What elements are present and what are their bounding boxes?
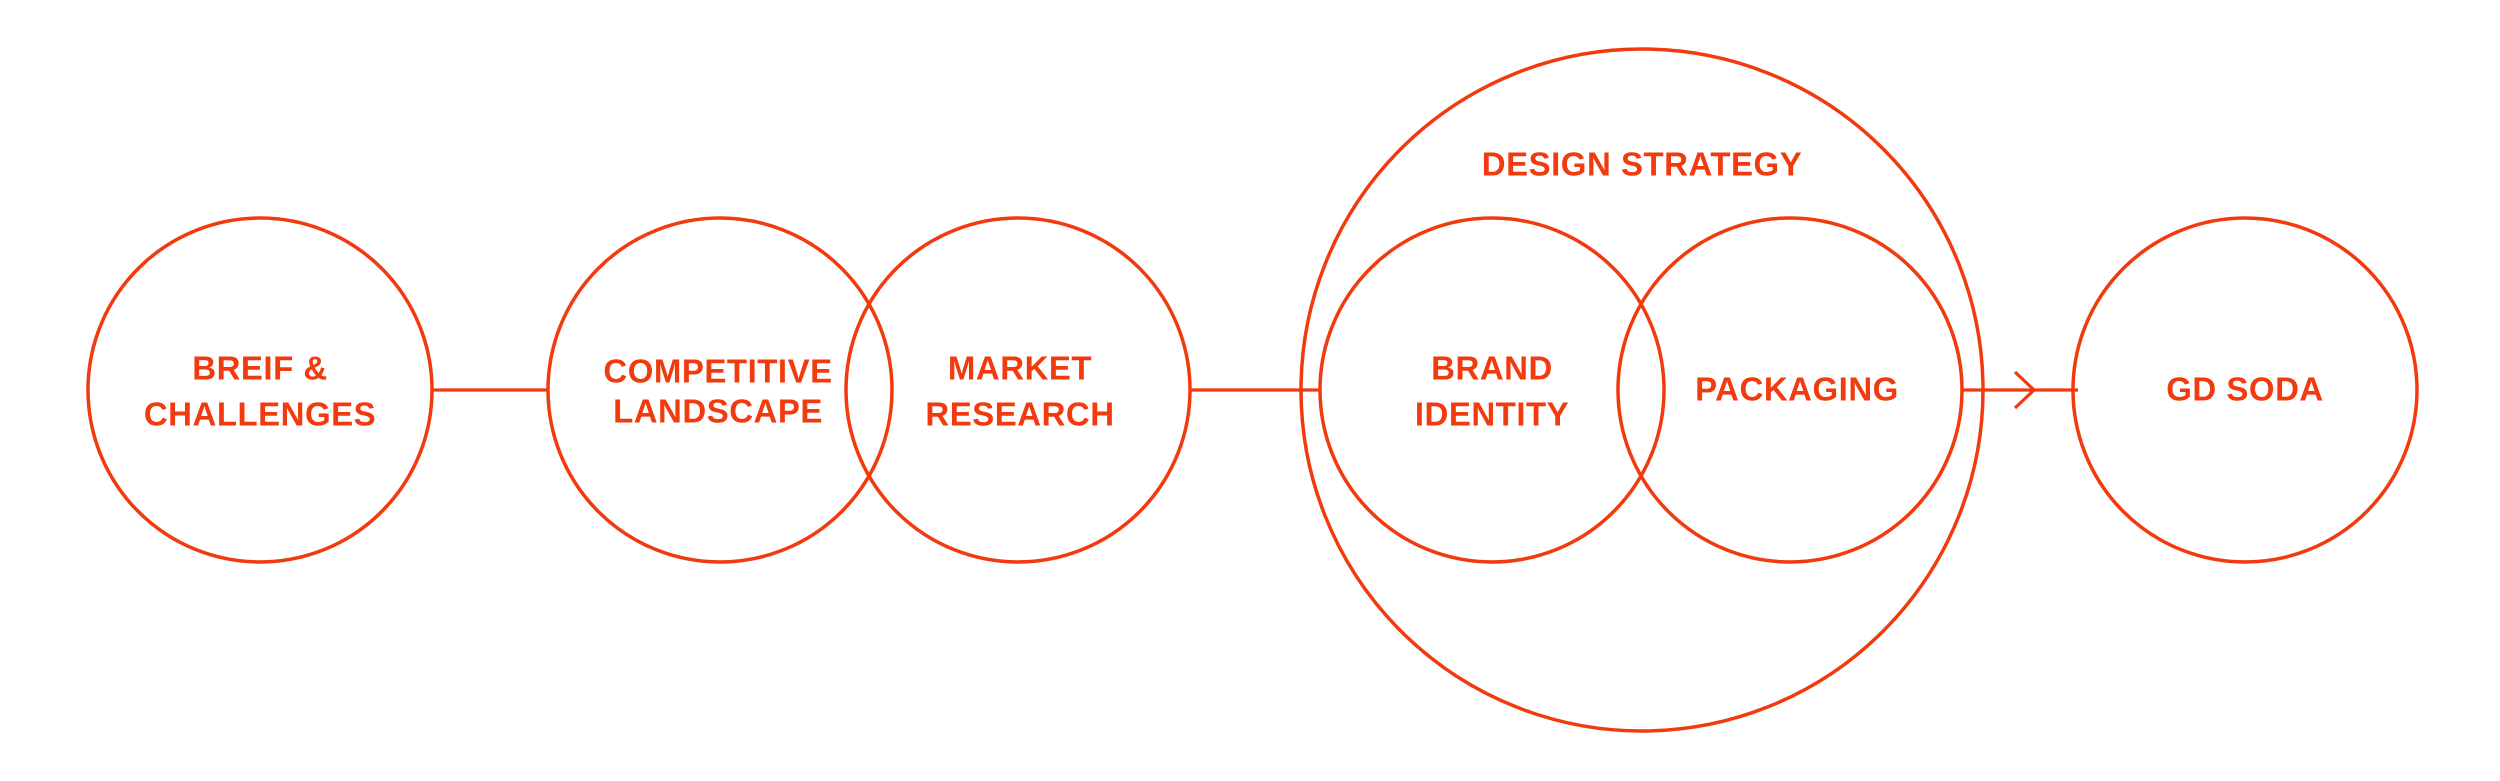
node-label: GD SODA — [2166, 371, 2324, 408]
node-label: PACKAGING — [1695, 371, 1899, 408]
node-packaging: PACKAGING — [1616, 216, 1964, 564]
node-circle — [1318, 216, 1666, 564]
node-competitive-landscape: COMPETITIVE LANDSCAPE — [546, 216, 894, 564]
node-market-research: MARKET RESEARCH — [844, 216, 1192, 564]
group-design-strategy: DESIGN STRATEGY BRAND IDENTITY PACKAGING — [1299, 47, 1985, 733]
chevron-right-icon — [2013, 370, 2037, 410]
node-label-line-1: COMPETITIVE — [603, 353, 832, 390]
node-label-line-1: BRAND — [1431, 350, 1553, 387]
group-circle — [1299, 47, 1985, 733]
node-label-line-2: RESEARCH — [925, 396, 1114, 433]
node-label-line-2: CHALLENGES — [144, 396, 376, 433]
node-brand-identity: BRAND IDENTITY — [1318, 216, 1666, 564]
node-label-line-2: IDENTITY — [1415, 396, 1569, 433]
node-circle — [86, 216, 434, 564]
group-label: DESIGN STRATEGY — [1482, 146, 1802, 183]
node-brief-challenges: BREIF & CHALLENGES — [86, 216, 434, 564]
node-circle — [1616, 216, 1964, 564]
node-circle — [2071, 216, 2419, 564]
node-label-line-1: BREIF & — [192, 350, 328, 387]
node-label-line-1: MARKET — [948, 350, 1092, 387]
node-circle — [546, 216, 894, 564]
node-label-line-2: LANDSCAPE — [613, 393, 823, 430]
node-circle — [844, 216, 1192, 564]
node-gd-soda: GD SODA — [2071, 216, 2419, 564]
